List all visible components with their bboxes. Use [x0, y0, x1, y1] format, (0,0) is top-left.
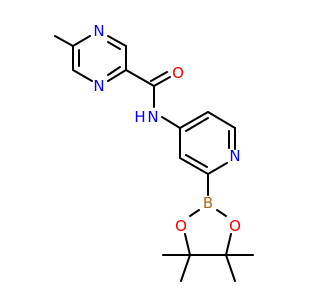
- bond-pyrazine-c5-n4: [72, 35, 91, 47]
- atom-boron: B: [203, 194, 213, 212]
- molecule-structure: N N O N H N B O O: [0, 0, 300, 300]
- bond-boron-o-right: [216, 209, 227, 217]
- atom-n-pyrazine-top: N: [93, 22, 104, 40]
- background: [0, 0, 300, 300]
- bond-pyridine-c4-c5: [179, 111, 209, 129]
- atom-h-amide: H: [134, 108, 145, 126]
- bond-pyrazine-c2-n1: [107, 69, 127, 82]
- bond-pyrazine-n4-c3-inner: [107, 41, 121, 50]
- bond-methyl-left-down: [180, 254, 191, 282]
- atom-n-amide: N: [147, 108, 158, 126]
- bond-methyl-right-down: [225, 254, 236, 282]
- bond-pyridine-c2-c3: [179, 157, 209, 175]
- bond-pyridine-n1-c2: [207, 162, 228, 175]
- bond-pyridine-c4-c5-inner: [185, 117, 209, 132]
- bond-methyl: [54, 35, 74, 47]
- bond-pyridine-c2-c3-inner: [185, 154, 208, 168]
- bond-n-to-pyridine: [161, 116, 181, 129]
- bond-pyrazine-c2-n1-inner: [107, 66, 121, 76]
- bond-o-right-c: [225, 233, 232, 256]
- bond-o-left-c: [184, 233, 191, 256]
- atom-o-ring-left: O: [175, 217, 187, 235]
- bond-ring-to-carbonyl: [125, 69, 155, 87]
- molecule-diagram: N N O N H N B O O: [0, 0, 300, 300]
- atom-o-carbonyl: O: [172, 64, 184, 82]
- bond-pyrazine-c6-n1: [72, 69, 93, 82]
- atom-o-ring-right: O: [229, 217, 241, 235]
- bond-carbonyl-o-2: [150, 71, 168, 82]
- bond-pyrazine-n4-c3: [107, 35, 127, 47]
- bond-pyridine-c5-c6: [207, 111, 236, 129]
- atom-n-pyridine: N: [229, 147, 240, 165]
- atom-n-pyrazine-bottom: N: [93, 77, 104, 95]
- bond-boron-o-left: [189, 209, 200, 217]
- bond-carbonyl-o-1: [153, 76, 171, 87]
